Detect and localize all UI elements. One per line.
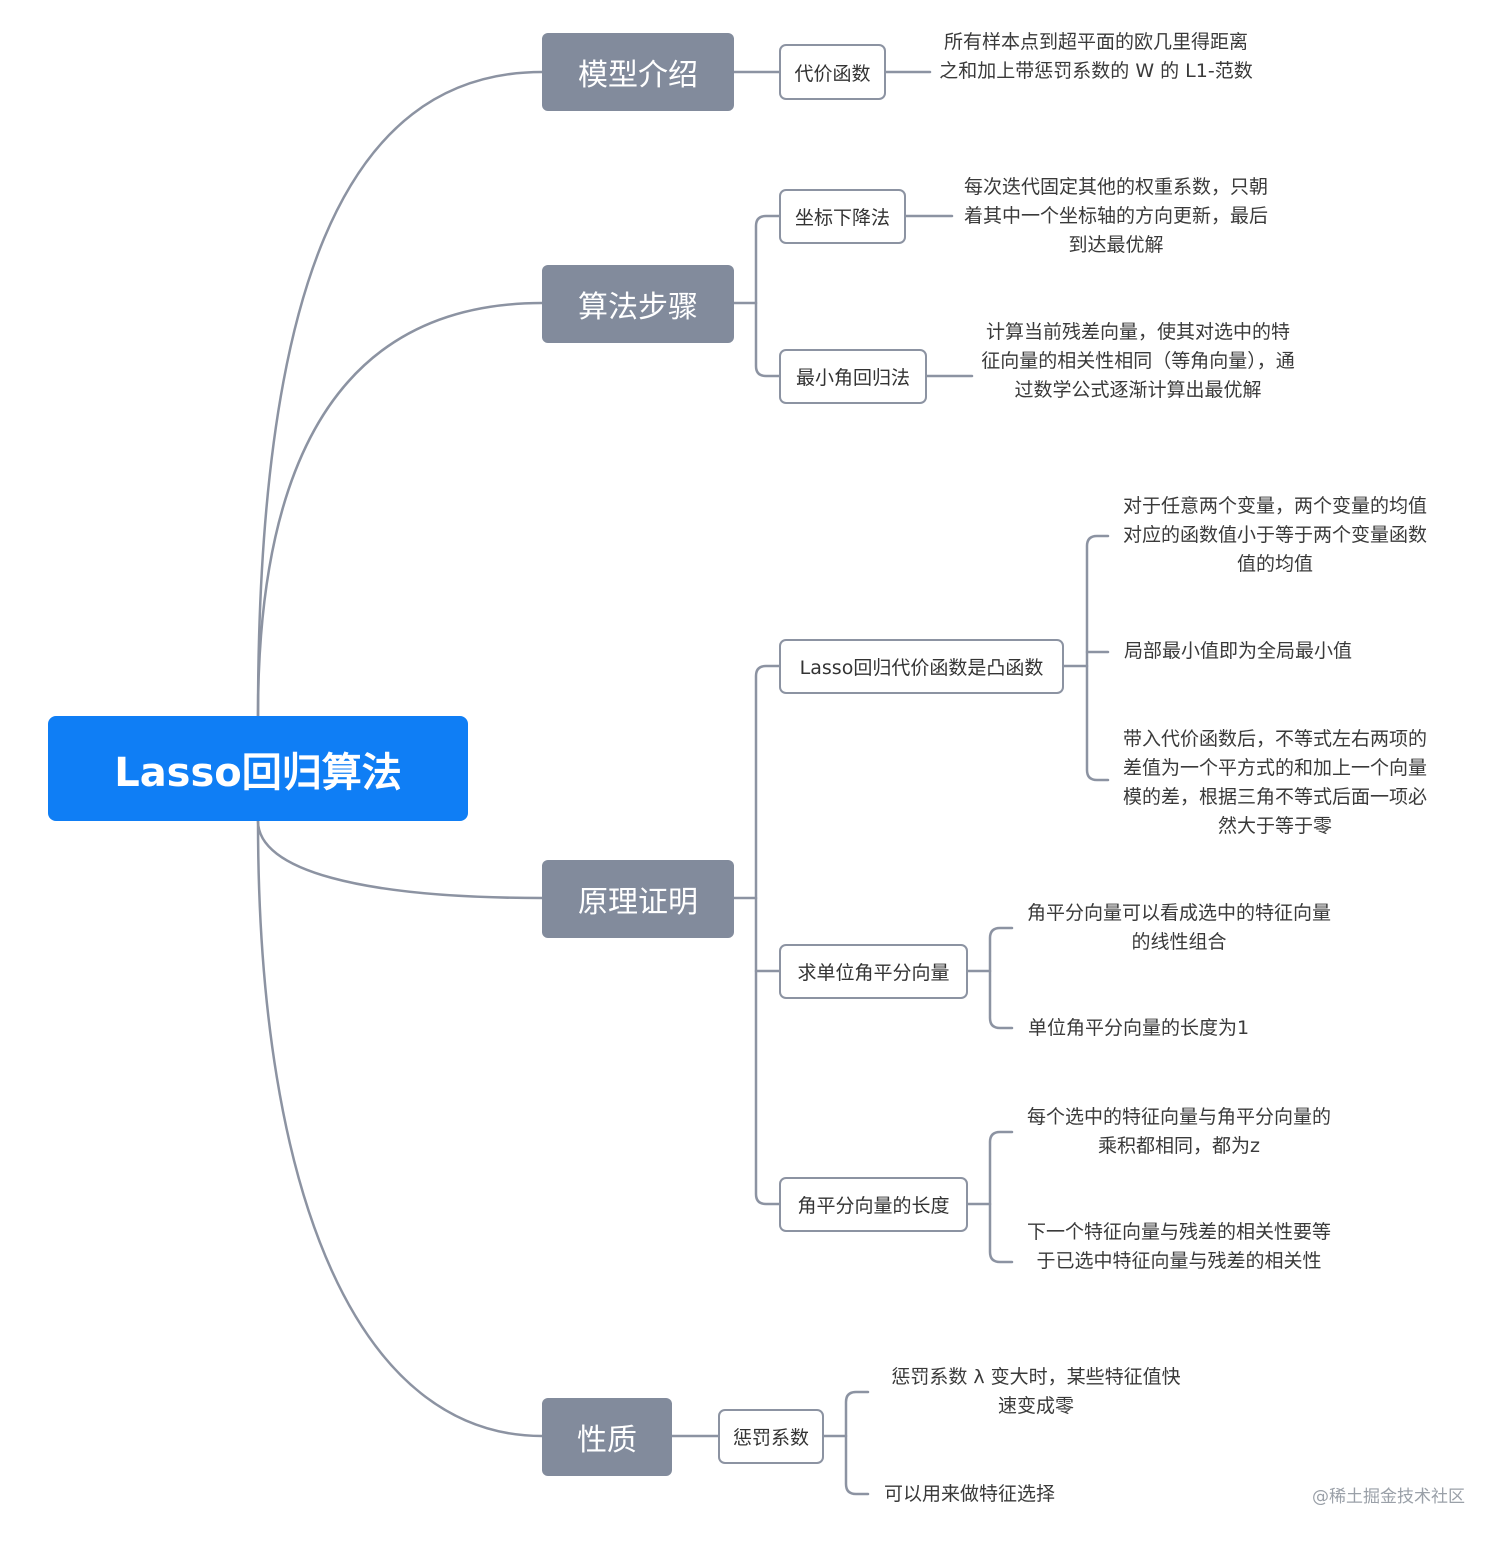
leaf-bisector-linear-combination: 角平分向量可以看成选中的特征向量的线性组合 <box>1026 902 1331 953</box>
root-node[interactable]: Lasso回归算法 <box>48 716 468 821</box>
leaf-cost-function-desc: 所有样本点到超平面的欧几里得距离之和加上带惩罚系数的 W 的 L1-范数 <box>939 31 1253 82</box>
connector-penalty-bracket <box>844 1390 870 1496</box>
connector-algo-bracket <box>754 214 781 378</box>
node-penalty-coefficient[interactable]: 惩罚系数 <box>718 1409 824 1464</box>
watermark: @稀土掘金技术社区 <box>1312 1487 1465 1507</box>
branch-model-intro[interactable]: 模型介绍 <box>542 33 734 111</box>
node-coordinate-descent[interactable]: 坐标下降法 <box>779 189 906 244</box>
connector-root-model <box>256 70 544 718</box>
node-cost-function[interactable]: 代价函数 <box>779 44 886 100</box>
branch-proof[interactable]: 原理证明 <box>542 860 734 938</box>
connector-proof-bracket <box>754 664 781 1206</box>
connector-root-algo <box>256 301 544 718</box>
leaf-convex-definition: 对于任意两个变量，两个变量的均值对应的函数值小于等于两个变量函数值的均值 <box>1122 495 1427 575</box>
leaf-feature-selection: 可以用来做特征选择 <box>884 1483 1056 1505</box>
branch-algorithm-steps[interactable]: 算法步骤 <box>542 265 734 343</box>
connector-convex-bracket <box>1085 534 1110 782</box>
leaf-unit-length: 单位角平分向量的长度为1 <box>1028 1017 1250 1039</box>
leaf-next-feature-correlation: 下一个特征向量与残差的相关性要等于已选中特征向量与残差的相关性 <box>1026 1221 1331 1272</box>
connector-length-bracket <box>988 1130 1014 1264</box>
connector-root-proof <box>256 819 544 900</box>
leaf-lars-desc: 计算当前残差向量，使其对选中的特征向量的相关性相同（等角向量），通过数学公式逐渐… <box>981 321 1295 401</box>
leaf-local-global-min: 局部最小值即为全局最小值 <box>1124 640 1353 662</box>
branch-properties[interactable]: 性质 <box>542 1398 672 1476</box>
connector-unit-bracket <box>988 926 1014 1030</box>
leaf-lambda-effect: 惩罚系数 λ 变大时，某些特征值快速变成零 <box>891 1366 1181 1417</box>
leaf-triangle-inequality: 带入代价函数后，不等式左右两项的差值为一个平方式的和加上一个向量模的差，根据三角… <box>1122 728 1427 837</box>
node-unit-bisector[interactable]: 求单位角平分向量 <box>779 944 968 999</box>
connector-root-property <box>256 819 544 1438</box>
leaf-equal-product-z: 每个选中的特征向量与角平分向量的乘积都相同，都为z <box>1026 1106 1331 1157</box>
node-least-angle-regression[interactable]: 最小角回归法 <box>779 349 927 404</box>
node-bisector-length[interactable]: 角平分向量的长度 <box>779 1177 968 1232</box>
node-lasso-convex[interactable]: Lasso回归代价函数是凸函数 <box>779 639 1064 694</box>
leaf-coordinate-descent-desc: 每次迭代固定其他的权重系数，只朝着其中一个坐标轴的方向更新，最后到达最优解 <box>963 176 1268 256</box>
